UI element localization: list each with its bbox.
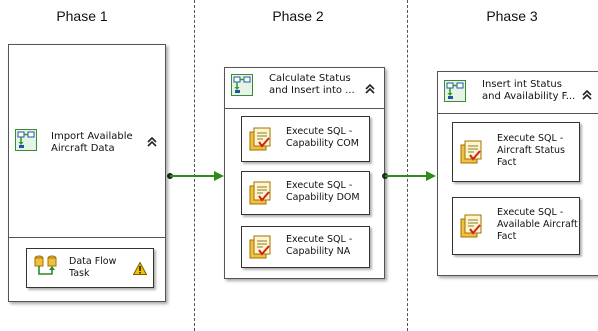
container-title: Insert int Status and Availability F... xyxy=(482,79,576,102)
execute-sql-icon xyxy=(249,181,271,205)
task-label: Execute SQL - Available Aircraft Fact xyxy=(497,207,578,242)
container-separator xyxy=(9,237,165,238)
container-title: Import Available Aircraft Data xyxy=(51,131,133,154)
sequence-container-icon xyxy=(231,74,253,96)
warning-icon xyxy=(133,262,147,275)
task-data-flow[interactable]: Data Flow Task xyxy=(26,248,154,288)
phase-divider-2 xyxy=(407,0,408,331)
task-label: Execute SQL - Capability NA xyxy=(286,234,353,257)
execute-sql-icon xyxy=(249,235,271,259)
task-sql-capability-na[interactable]: Execute SQL - Capability NA xyxy=(241,226,370,268)
phase-1-label: Phase 1 xyxy=(56,8,108,24)
collapse-chevron-icon[interactable] xyxy=(147,136,157,149)
task-sql-capability-dom[interactable]: Execute SQL - Capability DOM xyxy=(241,171,370,215)
execute-sql-icon xyxy=(249,127,271,151)
collapse-chevron-icon[interactable] xyxy=(582,89,592,102)
container-calculate-status[interactable]: Calculate Status and Insert into ... Exe… xyxy=(224,67,385,279)
sequence-container-icon xyxy=(444,80,466,102)
phase-3-label: Phase 3 xyxy=(486,8,538,24)
precedence-arrow-1[interactable] xyxy=(164,169,228,183)
container-title: Calculate Status and Insert into ... xyxy=(269,73,355,96)
execute-sql-icon xyxy=(460,214,482,238)
container-import-aircraft[interactable]: Import Available Aircraft Data Data Flow… xyxy=(8,44,166,302)
sequence-container-icon xyxy=(15,129,37,151)
data-flow-icon xyxy=(34,255,57,275)
task-sql-aircraft-status-fact[interactable]: Execute SQL - Aircraft Status Fact xyxy=(452,122,580,182)
container-separator xyxy=(438,113,598,114)
precedence-arrow-2[interactable] xyxy=(380,169,442,183)
container-separator xyxy=(225,108,384,109)
task-label: Execute SQL - Aircraft Status Fact xyxy=(497,133,565,168)
task-sql-available-aircraft-fact[interactable]: Execute SQL - Available Aircraft Fact xyxy=(452,197,580,255)
container-insert-status[interactable]: Insert int Status and Availability F... … xyxy=(437,71,598,276)
phase-divider-1 xyxy=(194,0,195,331)
task-label: Execute SQL - Capability DOM xyxy=(286,180,360,203)
collapse-chevron-icon[interactable] xyxy=(365,83,375,96)
phase-2-label: Phase 2 xyxy=(272,8,324,24)
task-label: Data Flow Task xyxy=(69,256,117,279)
task-sql-capability-com[interactable]: Execute SQL - Capability COM xyxy=(241,116,370,162)
execute-sql-icon xyxy=(460,140,482,164)
task-label: Execute SQL - Capability COM xyxy=(286,126,359,149)
